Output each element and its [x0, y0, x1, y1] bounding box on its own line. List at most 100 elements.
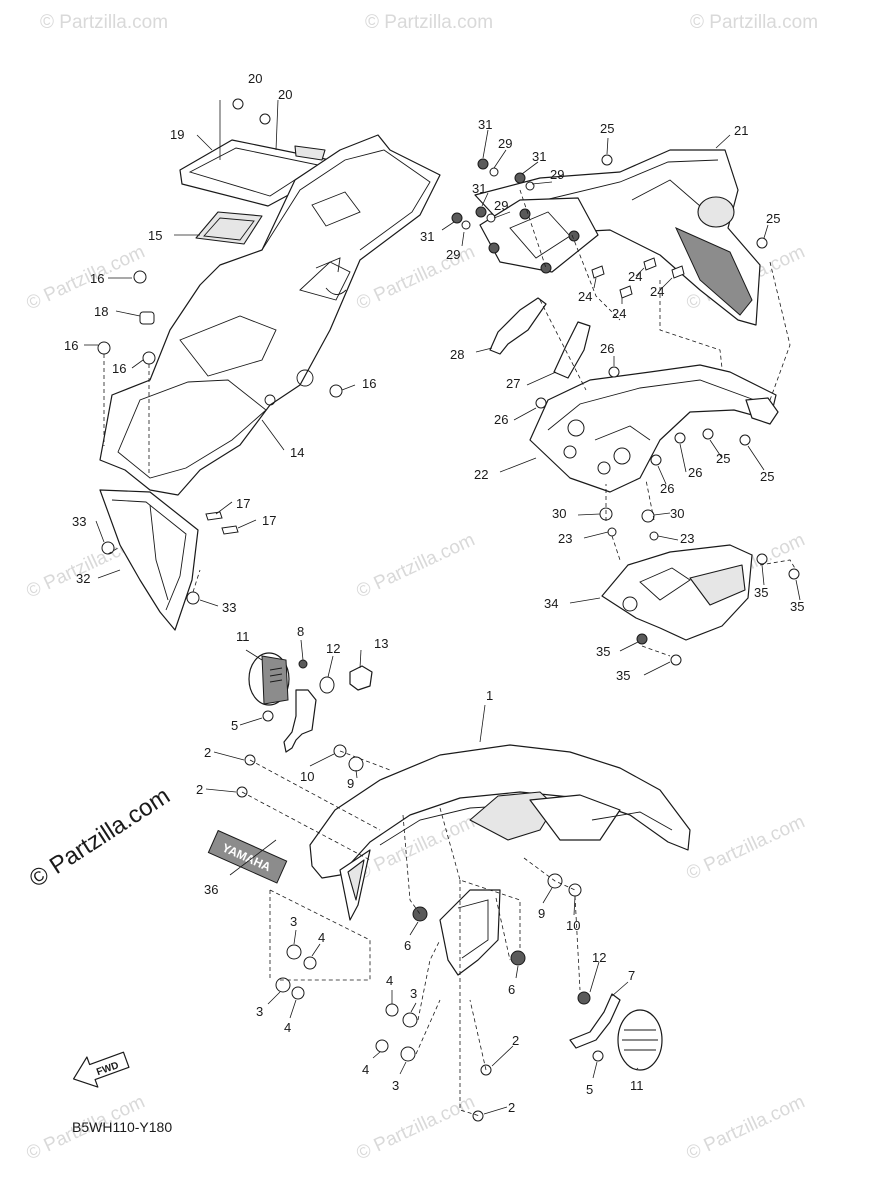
nut-31c[interactable]: [475, 206, 487, 218]
callout-33[interactable]: 33: [222, 600, 236, 615]
bolt-16c[interactable]: [142, 351, 156, 365]
callout-36[interactable]: 36: [204, 882, 218, 897]
callout-31[interactable]: 31: [532, 149, 546, 164]
callout-16[interactable]: 16: [112, 361, 126, 376]
callout-30[interactable]: 30: [552, 506, 566, 521]
callout-21[interactable]: 21: [734, 123, 748, 138]
callout-29[interactable]: 29: [498, 136, 512, 151]
callout-13[interactable]: 13: [374, 636, 388, 651]
callout-33[interactable]: 33: [72, 514, 86, 529]
callout-4[interactable]: 4: [318, 930, 325, 945]
callout-26[interactable]: 26: [600, 341, 614, 356]
callout-24[interactable]: 24: [650, 284, 664, 299]
callout-14[interactable]: 14: [290, 445, 304, 460]
bolt-33b[interactable]: [186, 591, 200, 605]
callout-16[interactable]: 16: [362, 376, 376, 391]
grommet-3c[interactable]: [402, 1012, 418, 1028]
screw-24c[interactable]: [619, 285, 633, 299]
screw-2d[interactable]: [472, 1110, 484, 1122]
bolt-20b[interactable]: [259, 113, 271, 125]
bolt-33a[interactable]: [101, 541, 115, 555]
bolt-25d[interactable]: [739, 434, 751, 446]
callout-28[interactable]: 28: [450, 347, 464, 362]
screw-26a[interactable]: [608, 366, 620, 378]
callout-2[interactable]: 2: [508, 1100, 515, 1115]
callout-4[interactable]: 4: [284, 1020, 291, 1035]
callout-3[interactable]: 3: [410, 986, 417, 1001]
grommet-3b[interactable]: [275, 977, 291, 993]
callout-12[interactable]: 12: [326, 641, 340, 656]
callout-1[interactable]: 1: [486, 688, 493, 703]
callout-5[interactable]: 5: [231, 718, 238, 733]
screw-24d[interactable]: [671, 265, 685, 279]
callout-18[interactable]: 18: [94, 304, 108, 319]
part-18-collar[interactable]: [139, 311, 155, 325]
callout-31[interactable]: 31: [472, 181, 486, 196]
callout-34[interactable]: 34: [544, 596, 558, 611]
callout-25[interactable]: 25: [760, 469, 774, 484]
callout-25[interactable]: 25: [716, 451, 730, 466]
callout-35[interactable]: 35: [616, 668, 630, 683]
callout-25[interactable]: 25: [766, 211, 780, 226]
callout-3[interactable]: 3: [392, 1078, 399, 1093]
callout-30[interactable]: 30: [670, 506, 684, 521]
grommet-30b[interactable]: [641, 509, 655, 523]
callout-9[interactable]: 9: [538, 906, 545, 921]
screw-26c[interactable]: [674, 432, 686, 444]
part-27-bracket[interactable]: [553, 321, 591, 379]
nut-12b[interactable]: [577, 991, 591, 1005]
callout-8[interactable]: 8: [297, 624, 304, 639]
part-13-clamp[interactable]: [349, 665, 373, 691]
nut-31a[interactable]: [477, 158, 489, 170]
callout-9[interactable]: 9: [347, 776, 354, 791]
callout-24[interactable]: 24: [628, 269, 642, 284]
callout-31[interactable]: 31: [420, 229, 434, 244]
collar-4b[interactable]: [291, 986, 305, 1000]
rivet-35d[interactable]: [670, 654, 682, 666]
screw-5b[interactable]: [592, 1050, 604, 1062]
bolt-25a[interactable]: [601, 154, 613, 166]
callout-3[interactable]: 3: [256, 1004, 263, 1019]
callout-4[interactable]: 4: [386, 973, 393, 988]
part-36-decal[interactable]: YAMAHA: [207, 829, 288, 884]
bolt-16b[interactable]: [97, 341, 111, 355]
grommet-3a[interactable]: [286, 944, 302, 960]
callout-17[interactable]: 17: [236, 496, 250, 511]
callout-11[interactable]: 11: [236, 629, 250, 644]
callout-2[interactable]: 2: [512, 1033, 519, 1048]
collar-10b[interactable]: [568, 883, 582, 897]
callout-2[interactable]: 2: [196, 782, 203, 797]
callout-17[interactable]: 17: [262, 513, 276, 528]
part-28-bracket[interactable]: [489, 297, 547, 355]
callout-5[interactable]: 5: [586, 1082, 593, 1097]
screw-17a[interactable]: [205, 511, 223, 521]
screw-24a[interactable]: [591, 265, 605, 279]
screw-24b[interactable]: [643, 257, 657, 271]
callout-35[interactable]: 35: [596, 644, 610, 659]
rivet-35c[interactable]: [636, 633, 648, 645]
part-22-bracket[interactable]: [529, 364, 777, 493]
callout-6[interactable]: 6: [404, 938, 411, 953]
callout-23[interactable]: 23: [558, 531, 572, 546]
part-8-stay[interactable]: [283, 689, 317, 753]
part-7-stay[interactable]: [569, 993, 621, 1049]
callout-35[interactable]: 35: [754, 585, 768, 600]
collar-4d[interactable]: [375, 1039, 389, 1053]
callout-25[interactable]: 25: [600, 121, 614, 136]
rivet-35a[interactable]: [756, 553, 768, 565]
grommet-3d[interactable]: [400, 1046, 416, 1062]
callout-29[interactable]: 29: [550, 167, 564, 182]
screw-17b[interactable]: [221, 525, 239, 535]
screw-23b[interactable]: [649, 531, 659, 541]
callout-24[interactable]: 24: [612, 306, 626, 321]
callout-2[interactable]: 2: [204, 745, 211, 760]
rivet-35b[interactable]: [788, 568, 800, 580]
callout-7[interactable]: 7: [628, 968, 635, 983]
collar-4a[interactable]: [303, 956, 317, 970]
callout-29[interactable]: 29: [494, 198, 508, 213]
callout-23[interactable]: 23: [680, 531, 694, 546]
washer-29a[interactable]: [489, 167, 499, 177]
callout-6[interactable]: 6: [508, 982, 515, 997]
washer-29d[interactable]: [461, 220, 471, 230]
callout-11[interactable]: 11: [630, 1078, 644, 1093]
